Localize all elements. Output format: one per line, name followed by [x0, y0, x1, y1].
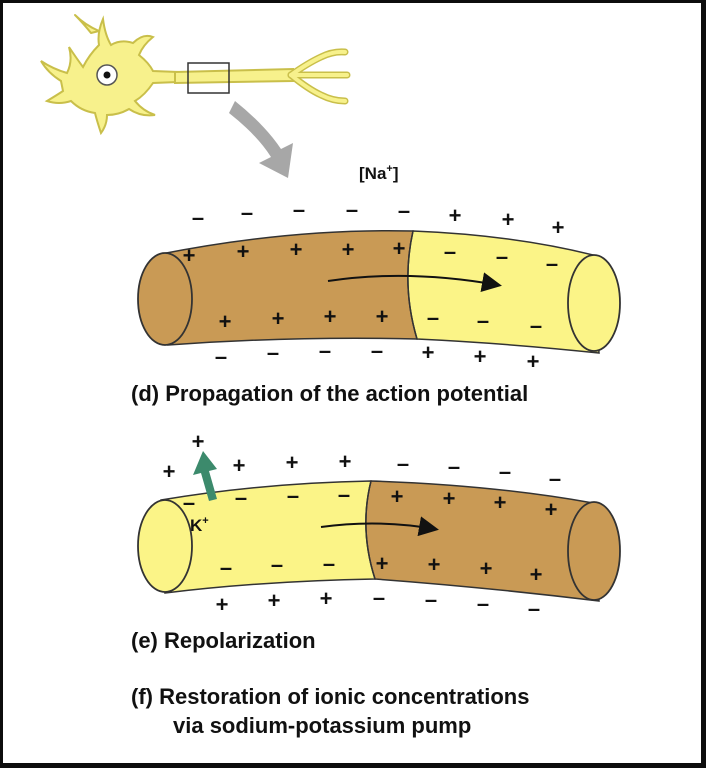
- minus-sign: –: [530, 313, 542, 338]
- minus-sign: –: [444, 239, 456, 264]
- zoom-box: [187, 62, 230, 94]
- minus-sign: –: [477, 308, 489, 333]
- caption-f-line1: (f) Restoration of ionic concentrations: [131, 684, 529, 709]
- minus-sign: –: [427, 305, 439, 330]
- charges-e-inner-bottom: – – – + + + +: [220, 551, 543, 587]
- nucleolus: [103, 71, 111, 79]
- propagation-arrow: [327, 272, 502, 293]
- axon-segment-e: [137, 480, 621, 602]
- plus-sign: +: [422, 340, 435, 365]
- plus-sign: +: [376, 304, 389, 329]
- minus-sign: –: [271, 552, 283, 577]
- minus-sign: –: [235, 485, 247, 510]
- charges-d-inner-top: + + + + + – – –: [183, 236, 559, 276]
- axon-left-end-d: [137, 252, 193, 346]
- axon-segment-d: [137, 229, 621, 354]
- plus-sign: +: [268, 588, 281, 613]
- plus-sign: +: [527, 349, 540, 374]
- plus-sign: +: [502, 207, 515, 232]
- diagram-frame: [Na+] – – – – – + + + + + + + + – – – + …: [3, 3, 701, 763]
- repolarization-arrow: [320, 516, 439, 537]
- plus-sign: +: [320, 586, 333, 611]
- plus-sign: +: [286, 450, 299, 475]
- plus-sign: +: [393, 236, 406, 261]
- minus-sign: –: [371, 338, 383, 363]
- caption-e: (e) Repolarization: [131, 628, 316, 653]
- minus-sign: –: [183, 490, 195, 515]
- plus-sign: +: [342, 237, 355, 262]
- action-potential-diagram: [Na+] – – – – – + + + + + + + + – – – + …: [40, 14, 621, 738]
- plus-sign: +: [545, 497, 558, 522]
- minus-sign: –: [267, 340, 279, 365]
- axon-left-end-e: [137, 499, 193, 593]
- plus-sign: +: [233, 453, 246, 478]
- plus-sign: +: [443, 486, 456, 511]
- plus-sign: +: [192, 429, 205, 454]
- plus-sign: +: [237, 239, 250, 264]
- minus-sign: –: [287, 483, 299, 508]
- plus-sign: +: [494, 490, 507, 515]
- minus-sign: –: [215, 344, 227, 369]
- neuron-illustration: [40, 14, 351, 136]
- minus-sign: –: [323, 551, 335, 576]
- charges-d-outer-bottom: – – – – + + +: [215, 338, 540, 374]
- caption-f-line2: via sodium-potassium pump: [173, 713, 471, 738]
- minus-sign: –: [293, 197, 305, 222]
- plus-sign: +: [324, 304, 337, 329]
- plus-sign: +: [474, 344, 487, 369]
- minus-sign: –: [528, 596, 540, 621]
- plus-sign: +: [552, 215, 565, 240]
- minus-sign: –: [397, 451, 409, 476]
- minus-sign: –: [319, 338, 331, 363]
- axon-right-end-e: [567, 501, 621, 601]
- minus-sign: –: [220, 555, 232, 580]
- minus-sign: –: [346, 197, 358, 222]
- minus-sign: –: [448, 454, 460, 479]
- axon: [174, 67, 294, 85]
- minus-sign: –: [499, 459, 511, 484]
- plus-sign: +: [163, 459, 176, 484]
- minus-sign: –: [241, 200, 253, 225]
- minus-sign: –: [425, 587, 437, 612]
- charges-e-outer-top: + + + + + – – – –: [163, 429, 562, 491]
- minus-sign: –: [496, 244, 508, 269]
- plus-sign: +: [219, 309, 232, 334]
- minus-sign: –: [477, 591, 489, 616]
- minus-sign: –: [373, 585, 385, 610]
- minus-sign: –: [549, 466, 561, 491]
- plus-sign: +: [272, 306, 285, 331]
- plus-sign: +: [480, 556, 493, 581]
- plus-sign: +: [339, 449, 352, 474]
- plus-sign: +: [391, 484, 404, 509]
- charges-d-inner-bottom: + + + + – – –: [219, 304, 543, 338]
- caption-d: (d) Propagation of the action potential: [131, 381, 528, 406]
- plus-sign: +: [530, 562, 543, 587]
- minus-sign: –: [192, 205, 204, 230]
- zoom-arrow: [229, 101, 293, 178]
- plus-sign: +: [449, 203, 462, 228]
- charges-e-inner-top: – – – – + + + +: [183, 482, 558, 522]
- minus-sign: –: [546, 251, 558, 276]
- plus-sign: +: [216, 592, 229, 617]
- plus-sign: +: [376, 551, 389, 576]
- charges-d-outer-top: – – – – – + + +: [192, 197, 565, 240]
- plus-sign: +: [183, 243, 196, 268]
- plus-sign: +: [428, 552, 441, 577]
- plus-sign: +: [290, 237, 303, 262]
- k-efflux-arrow: [193, 451, 217, 501]
- axon-right-end-d: [567, 254, 621, 352]
- charges-e-outer-bottom: + + + – – – –: [216, 585, 541, 621]
- minus-sign: –: [398, 198, 410, 223]
- minus-sign: –: [338, 482, 350, 507]
- na-ion-label: [Na+]: [359, 163, 399, 183]
